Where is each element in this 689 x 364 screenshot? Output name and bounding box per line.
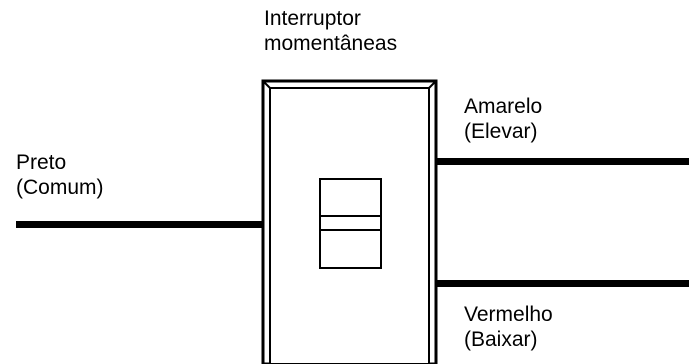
yellow-wire-label: Amarelo (Elevar) [464, 94, 542, 144]
switch-title-label: Interruptor momentâneas [264, 6, 397, 56]
black-wire-label: Preto (Comum) [16, 150, 104, 200]
switch-title-line-1: Interruptor [264, 7, 361, 30]
plate-bevel-top-right [428, 80, 437, 89]
red-wire [436, 280, 689, 287]
rocker-switch [319, 178, 382, 269]
black-wire-label-line-1: Preto [16, 151, 67, 174]
rocker-switch-frame [319, 178, 382, 269]
yellow-wire-label-line-2: (Elevar) [464, 120, 538, 143]
red-wire-label-line-2: (Baixar) [464, 328, 538, 351]
red-wire-label-line-1: Vermelho [464, 303, 553, 326]
yellow-wire-label-line-1: Amarelo [464, 95, 543, 118]
black-wire [16, 221, 263, 228]
black-wire-label-line-2: (Comum) [16, 176, 104, 199]
plate-bevel-top-left [262, 80, 271, 89]
yellow-wire [436, 158, 689, 165]
red-wire-label: Vermelho (Baixar) [464, 302, 553, 352]
switch-title-line-2: momentâneas [264, 32, 398, 55]
